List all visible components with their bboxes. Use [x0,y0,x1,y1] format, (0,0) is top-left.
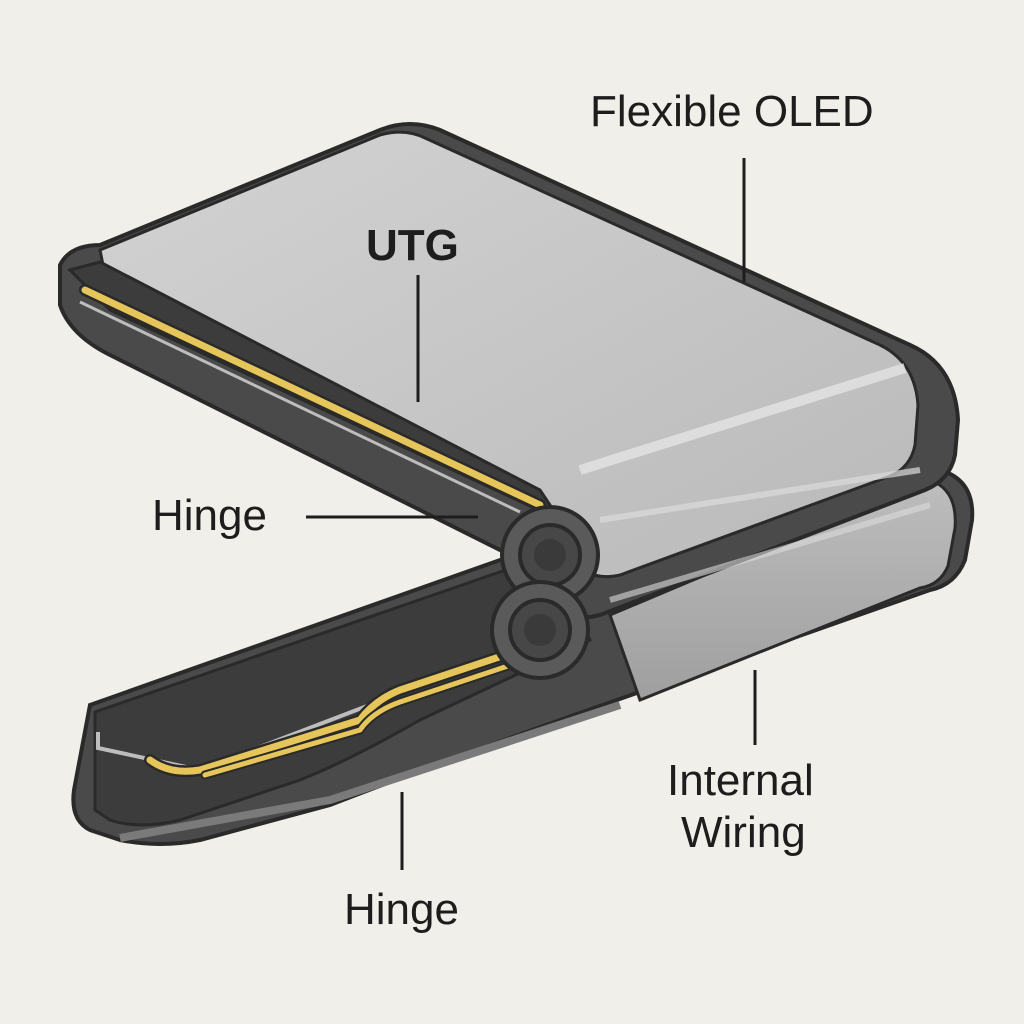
hinge-assembly [490,467,931,680]
hinge-label-top: Hinge [152,491,267,540]
upper-panel [58,122,961,620]
hinge-label-bottom: Hinge [344,885,459,934]
lower-bottom-rim [119,701,622,842]
internal-wiring-label-line1: Internal [667,756,814,805]
leader-lines [306,158,757,870]
flexible-oled-label: Flexible OLED [590,87,874,136]
screen-highlight [578,363,907,475]
lower-body-side [608,478,957,702]
internal-wiring-label: Internal Wiring [667,755,814,859]
utg-label: UTG [366,221,459,270]
internal-wiring-label-line2: Wiring [681,807,806,857]
